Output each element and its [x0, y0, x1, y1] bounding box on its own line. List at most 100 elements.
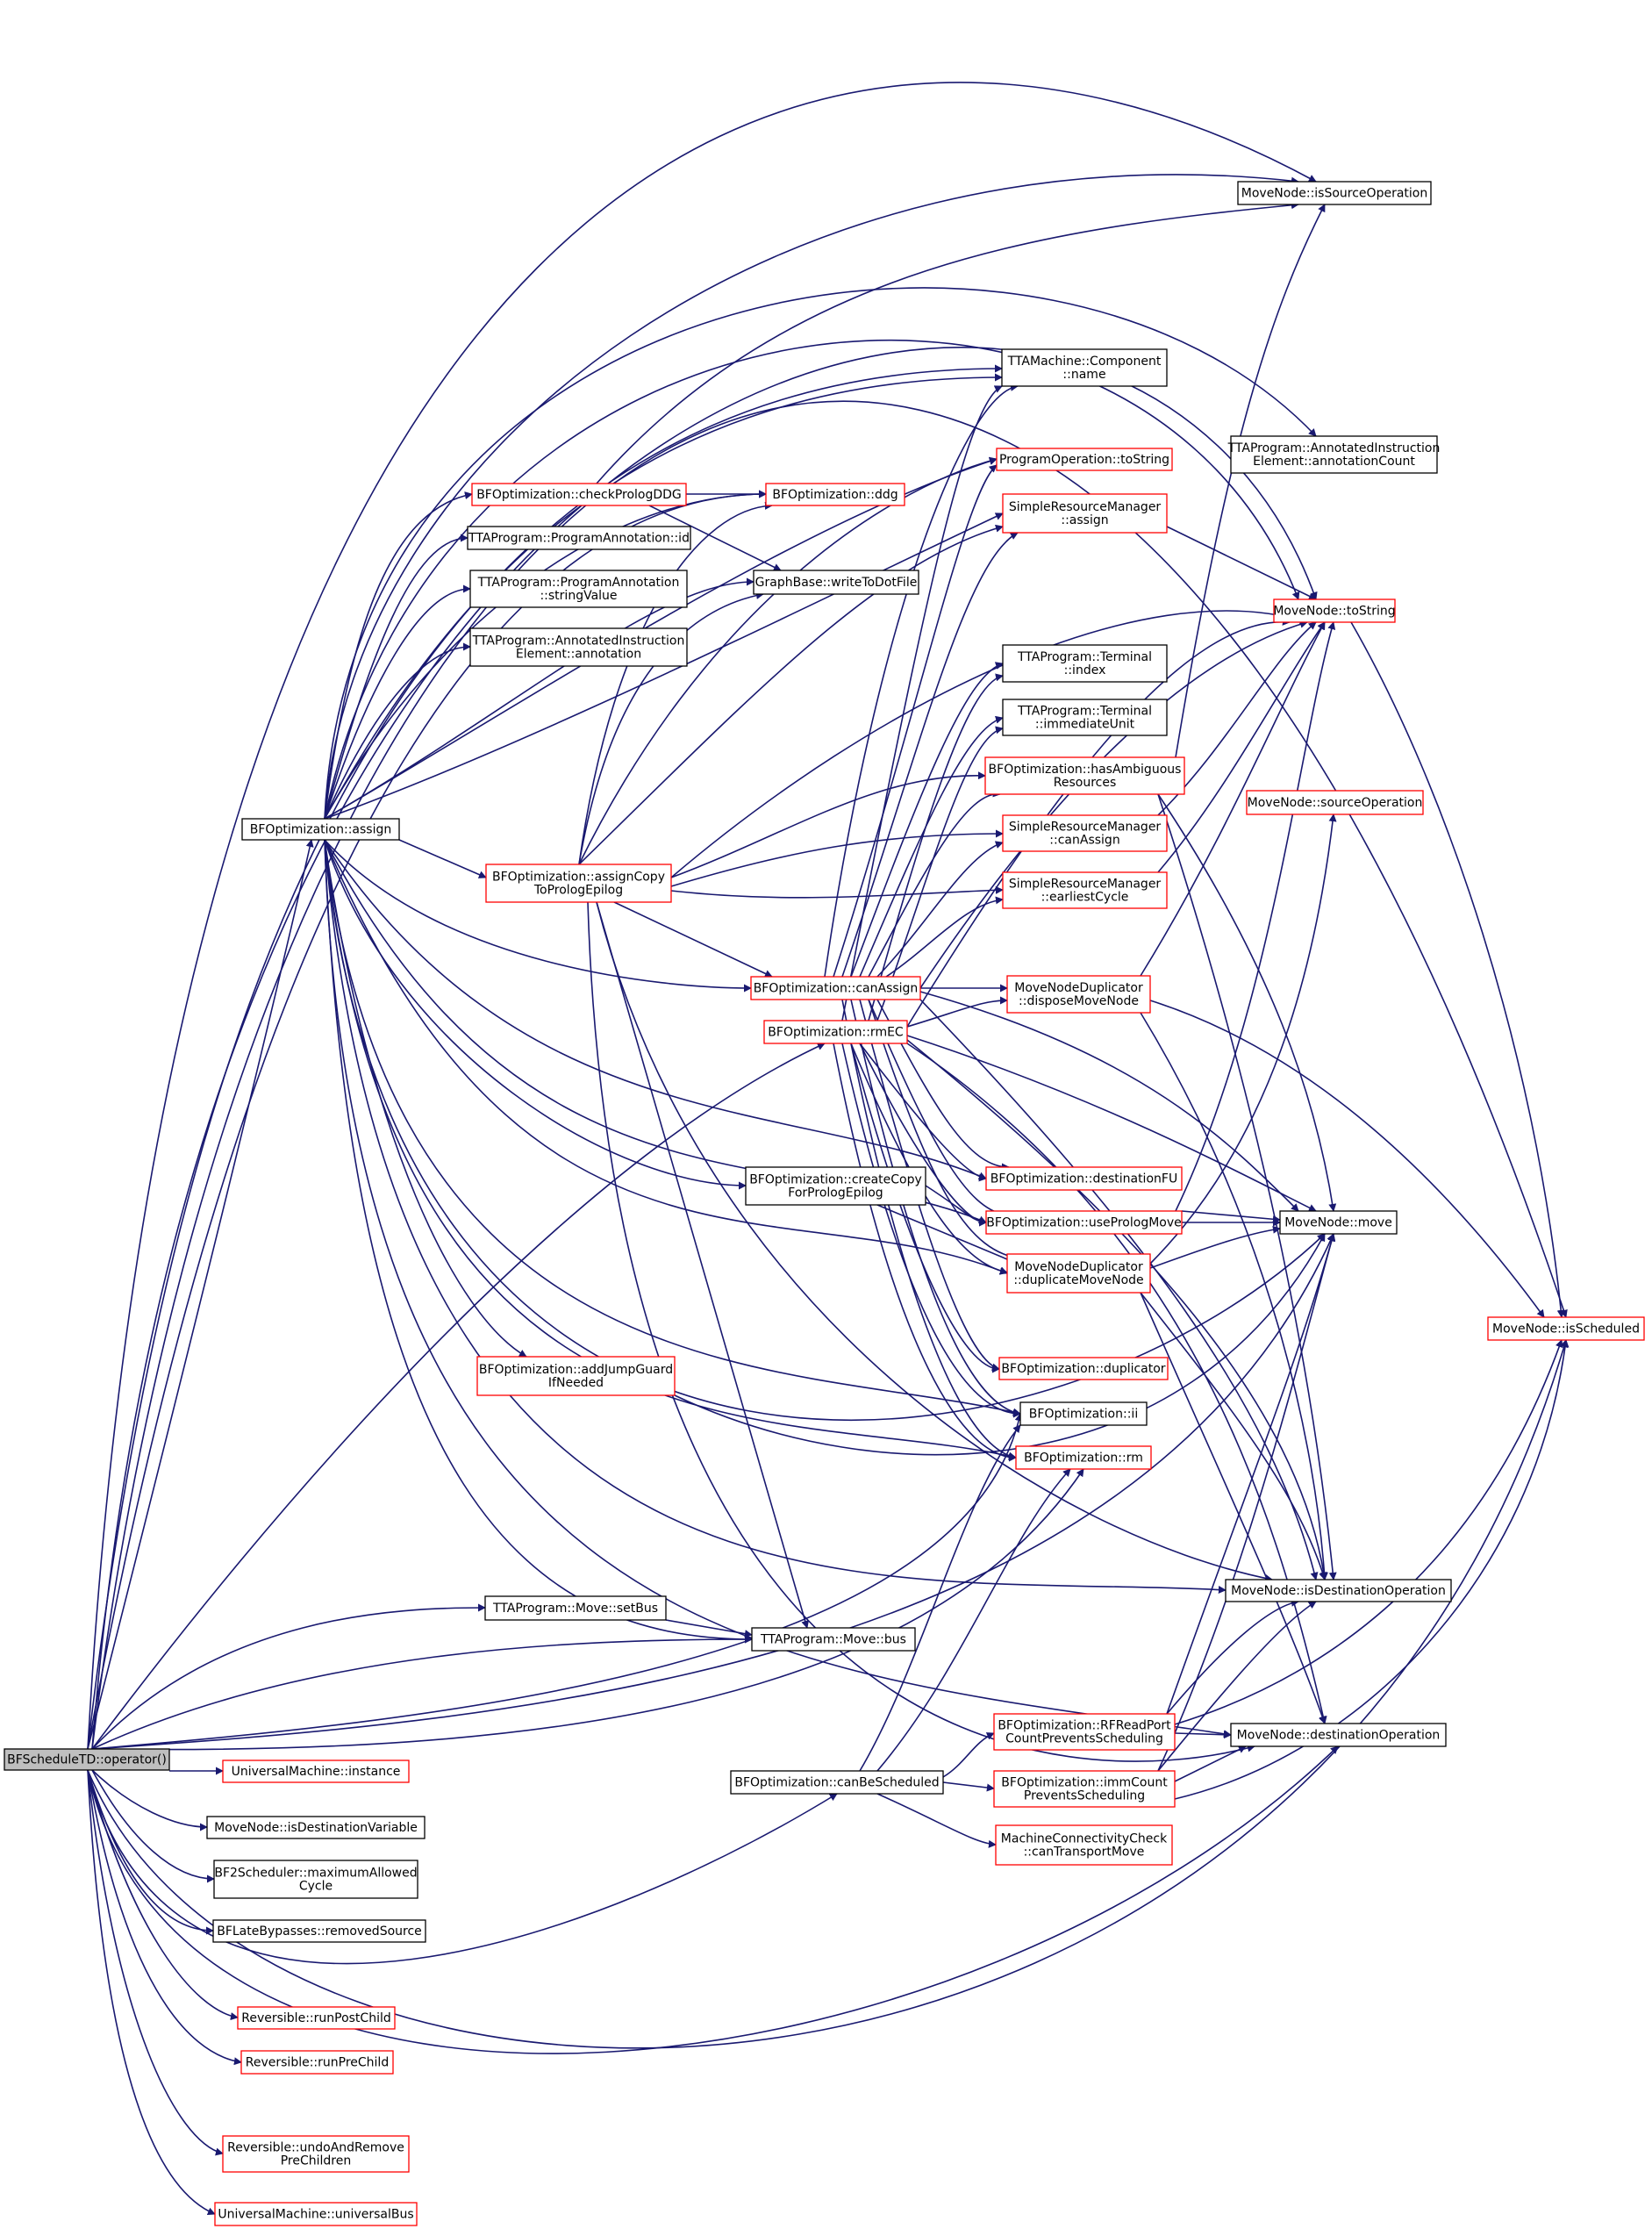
node-box[interactable]: [485, 864, 672, 903]
node-box[interactable]: [471, 483, 687, 506]
node-box[interactable]: [1246, 790, 1424, 815]
node-duplicator[interactable]: BFOptimization::duplicator: [998, 1357, 1169, 1380]
node-progAnnId[interactable]: TTAProgram::ProgramAnnotation::id: [467, 526, 691, 550]
node-box[interactable]: [985, 1210, 1183, 1235]
node-box[interactable]: [484, 1595, 667, 1621]
node-box[interactable]: [206, 1816, 426, 1839]
node-box[interactable]: [1230, 435, 1438, 474]
node-box[interactable]: [222, 2135, 410, 2173]
node-writeToDotFile[interactable]: GraphBase::writeToDotFile: [753, 570, 919, 595]
node-duplicateMoveNode[interactable]: MoveNodeDuplicator::duplicateMoveNode: [1006, 1253, 1151, 1294]
node-box[interactable]: [476, 1356, 676, 1396]
node-isDestinationOperation[interactable]: MoveNode::isDestinationOperation: [1225, 1579, 1452, 1602]
node-sourceOperation[interactable]: MoveNode::sourceOperation: [1246, 790, 1424, 815]
node-box[interactable]: [1279, 1210, 1398, 1235]
node-annotationCount[interactable]: TTAProgram::AnnotatedInstructionElement:…: [1227, 435, 1441, 474]
node-box[interactable]: [745, 1166, 926, 1206]
node-box[interactable]: [1002, 493, 1168, 534]
node-moveBus[interactable]: TTAProgram::Move::bus: [751, 1627, 916, 1652]
node-box[interactable]: [213, 1860, 418, 1899]
node-srmCanAssign[interactable]: SimpleResourceManager::canAssign: [1002, 814, 1168, 852]
node-box[interactable]: [214, 2202, 418, 2226]
node-box[interactable]: [1273, 598, 1396, 623]
node-rmEC[interactable]: BFOptimization::rmEC: [763, 1020, 908, 1044]
node-destinationOperation[interactable]: MoveNode::destinationOperation: [1230, 1723, 1447, 1747]
node-box[interactable]: [1230, 1723, 1447, 1747]
node-canAssign[interactable]: BFOptimization::canAssign: [750, 976, 921, 1000]
node-assign[interactable]: BFOptimization::assign: [241, 818, 400, 841]
node-moveNodeToString[interactable]: MoveNode::toString: [1273, 598, 1396, 623]
node-box[interactable]: [1237, 181, 1432, 205]
node-immCount[interactable]: BFOptimization::immCountPreventsScheduli…: [993, 1770, 1176, 1808]
node-umInstance[interactable]: UniversalMachine::instance: [222, 1760, 410, 1783]
node-runPostChild[interactable]: Reversible::runPostChild: [237, 2006, 396, 2030]
node-box[interactable]: [241, 818, 400, 841]
node-box[interactable]: [750, 976, 921, 1000]
node-box[interactable]: [763, 1020, 908, 1044]
node-ddg[interactable]: BFOptimization::ddg: [765, 483, 905, 506]
node-disposeMoveNode[interactable]: MoveNodeDuplicator::disposeMoveNode: [1006, 975, 1151, 1014]
node-box[interactable]: [753, 570, 919, 595]
node-box[interactable]: [1487, 1316, 1645, 1341]
node-box[interactable]: [1002, 814, 1168, 852]
node-box[interactable]: [469, 627, 688, 667]
node-box[interactable]: [993, 1770, 1176, 1808]
node-checkPrologDDG[interactable]: BFOptimization::checkPrologDDG: [471, 483, 687, 506]
node-isSourceOperation[interactable]: MoveNode::isSourceOperation: [1237, 181, 1432, 205]
node-box[interactable]: [993, 1713, 1176, 1751]
node-removedSource[interactable]: BFLateBypasses::removedSource: [212, 1919, 426, 1943]
node-box[interactable]: [751, 1627, 916, 1652]
node-isDestinationVariable[interactable]: MoveNode::isDestinationVariable: [206, 1816, 426, 1839]
node-universalBus[interactable]: UniversalMachine::universalBus: [214, 2202, 418, 2226]
node-box[interactable]: [1015, 1445, 1152, 1470]
node-usePrologMove[interactable]: BFOptimization::usePrologMove: [985, 1210, 1183, 1235]
node-canBeScheduled[interactable]: BFOptimization::canBeScheduled: [730, 1770, 944, 1795]
node-box[interactable]: [1002, 644, 1168, 683]
node-setBus[interactable]: TTAProgram::Move::setBus: [484, 1595, 667, 1621]
node-box[interactable]: [730, 1770, 944, 1795]
node-box[interactable]: [212, 1919, 426, 1943]
node-srmAssign[interactable]: SimpleResourceManager::assign: [1002, 493, 1168, 534]
node-srmEarliestCycle[interactable]: SimpleResourceManager::earliestCycle: [1002, 871, 1168, 909]
node-box[interactable]: [995, 1824, 1173, 1866]
node-box[interactable]: [1225, 1579, 1452, 1602]
node-box[interactable]: [1006, 1253, 1151, 1294]
node-box[interactable]: [1006, 975, 1151, 1014]
node-runPreChild[interactable]: Reversible::runPreChild: [240, 2050, 394, 2075]
node-programOpToString[interactable]: ProgramOperation::toString: [996, 448, 1173, 471]
node-box[interactable]: [984, 756, 1185, 795]
node-box[interactable]: [467, 526, 691, 550]
node-componentName[interactable]: TTAMachine::Component::name: [1001, 348, 1168, 387]
node-moveNodeMove[interactable]: MoveNode::move: [1279, 1210, 1398, 1235]
node-rm[interactable]: BFOptimization::rm: [1015, 1445, 1152, 1470]
node-terminalIndex[interactable]: TTAProgram::Terminal::index: [1002, 644, 1168, 683]
node-createCopy[interactable]: BFOptimization::createCopyForPrologEpilo…: [745, 1166, 926, 1206]
node-box[interactable]: [996, 448, 1173, 471]
node-box[interactable]: [4, 1748, 170, 1771]
node-box[interactable]: [765, 483, 905, 506]
node-annotation[interactable]: TTAProgram::AnnotatedInstructionElement:…: [469, 627, 688, 667]
node-terminalImmUnit[interactable]: TTAProgram::Terminal::immediateUnit: [1002, 699, 1168, 736]
node-box[interactable]: [222, 1760, 410, 1783]
node-box[interactable]: [1002, 699, 1168, 736]
node-rfReadPort[interactable]: BFOptimization::RFReadPortCountPreventsS…: [993, 1713, 1176, 1751]
node-box[interactable]: [1002, 871, 1168, 909]
node-box[interactable]: [1001, 348, 1168, 387]
node-canTransportMove[interactable]: MachineConnectivityCheck::canTransportMo…: [995, 1824, 1173, 1866]
node-box[interactable]: [1019, 1401, 1148, 1426]
node-box[interactable]: [985, 1166, 1183, 1191]
node-destinationFU[interactable]: BFOptimization::destinationFU: [985, 1166, 1183, 1191]
node-progAnnStringValue[interactable]: TTAProgram::ProgramAnnotation::stringVal…: [469, 570, 688, 608]
node-box[interactable]: [998, 1357, 1169, 1380]
node-box[interactable]: [469, 570, 688, 608]
node-root[interactable]: BFScheduleTD::operator(): [4, 1748, 170, 1771]
node-box[interactable]: [240, 2050, 394, 2075]
node-ii[interactable]: BFOptimization::ii: [1019, 1401, 1148, 1426]
node-box[interactable]: [237, 2006, 396, 2030]
node-isScheduled[interactable]: MoveNode::isScheduled: [1487, 1316, 1645, 1341]
